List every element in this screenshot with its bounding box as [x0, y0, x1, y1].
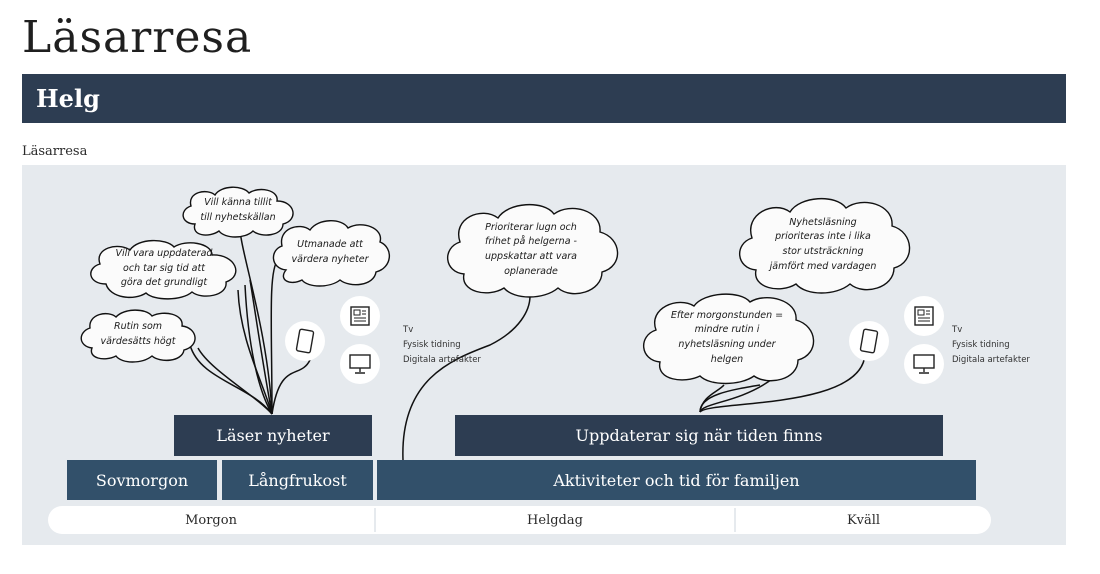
- thought-calm: Prioriterar lugn och frihet på helgerna …: [440, 200, 622, 300]
- media-legend-left: Tv Fysisk tidning Digitala artefakter: [403, 323, 481, 368]
- media-legend-right: Tv Fysisk tidning Digitala artefakter: [952, 323, 1030, 368]
- thought-routine: Rutin som värdesätts högt: [76, 308, 200, 363]
- section-banner: Helg: [22, 74, 1066, 123]
- newspaper-icon: [904, 296, 944, 336]
- phone-icon: [849, 321, 889, 361]
- thought-trust-text: Vill känna tillit till nyhetskällan: [200, 197, 276, 223]
- page-title: Läsarresa: [22, 12, 253, 63]
- thought-less-priority-text: Nyhetsläsning prioriteras inte i lika st…: [769, 216, 877, 272]
- thought-after-morning-text: Efter morgonstunden = mindre rutin i nyh…: [670, 309, 784, 365]
- thought-calm-text: Prioriterar lugn och frihet på helgerna …: [484, 221, 577, 277]
- timeline-morning: Morgon: [185, 512, 237, 528]
- legend-item: Digitala artefakter: [952, 355, 1030, 365]
- legend-item: Fysisk tidning: [952, 340, 1010, 350]
- cloud-shape: [447, 203, 619, 298]
- phone-icon: [285, 321, 325, 361]
- activity-reads-news: Läser nyheter: [174, 415, 372, 456]
- thought-less-priority: Nyhetsläsning prioriteras inte i lika st…: [732, 194, 914, 296]
- timeline-divider: [734, 508, 736, 532]
- cloud-shape: [90, 239, 237, 300]
- cloud-shape: [80, 309, 196, 363]
- legend-item: Tv: [403, 325, 414, 335]
- activity-updates-when-time: Uppdaterar sig när tiden finns: [455, 415, 943, 456]
- cloud-shape: [182, 186, 294, 238]
- activity-sleep-in: Sovmorgon: [67, 460, 217, 500]
- activity-long-breakfast: Långfrukost: [222, 460, 373, 500]
- newspaper-icon: [340, 296, 380, 336]
- diagram-caption: Läsarresa: [22, 144, 88, 159]
- thought-updated-text: Vill vara uppdaterad och tar sig tid att…: [115, 247, 213, 289]
- activity-family-time: Aktiviteter och tid för familjen: [377, 460, 976, 500]
- legend-item: Fysisk tidning: [403, 340, 461, 350]
- cloud-shape: [739, 197, 911, 294]
- thought-after-morning: Efter morgonstunden = mindre rutin i nyh…: [636, 290, 818, 386]
- timeline-divider: [374, 508, 376, 532]
- monitor-icon: [904, 344, 944, 384]
- timeline-evening: Kväll: [846, 512, 881, 528]
- legend-item: Tv: [952, 325, 963, 335]
- monitor-icon: [340, 344, 380, 384]
- thought-challenged-text: Utmanade att värdera nyheter: [291, 239, 369, 265]
- banner-title: Helg: [36, 84, 100, 113]
- legend-item: Digitala artefakter: [403, 355, 481, 365]
- thought-challenged: Utmanade att värdera nyheter: [268, 218, 392, 288]
- thought-trust: Vill känna tillit till nyhetskällan: [177, 184, 299, 238]
- timeline-bar: Morgon Helgdag Kväll: [48, 506, 991, 534]
- thought-updated: Vill vara uppdaterad och tar sig tid att…: [84, 238, 244, 300]
- cloud-shape: [272, 220, 390, 287]
- timeline-day: Helgdag: [527, 512, 583, 528]
- cloud-shape: [643, 293, 815, 385]
- thought-routine-text: Rutin som värdesätts högt: [100, 321, 176, 347]
